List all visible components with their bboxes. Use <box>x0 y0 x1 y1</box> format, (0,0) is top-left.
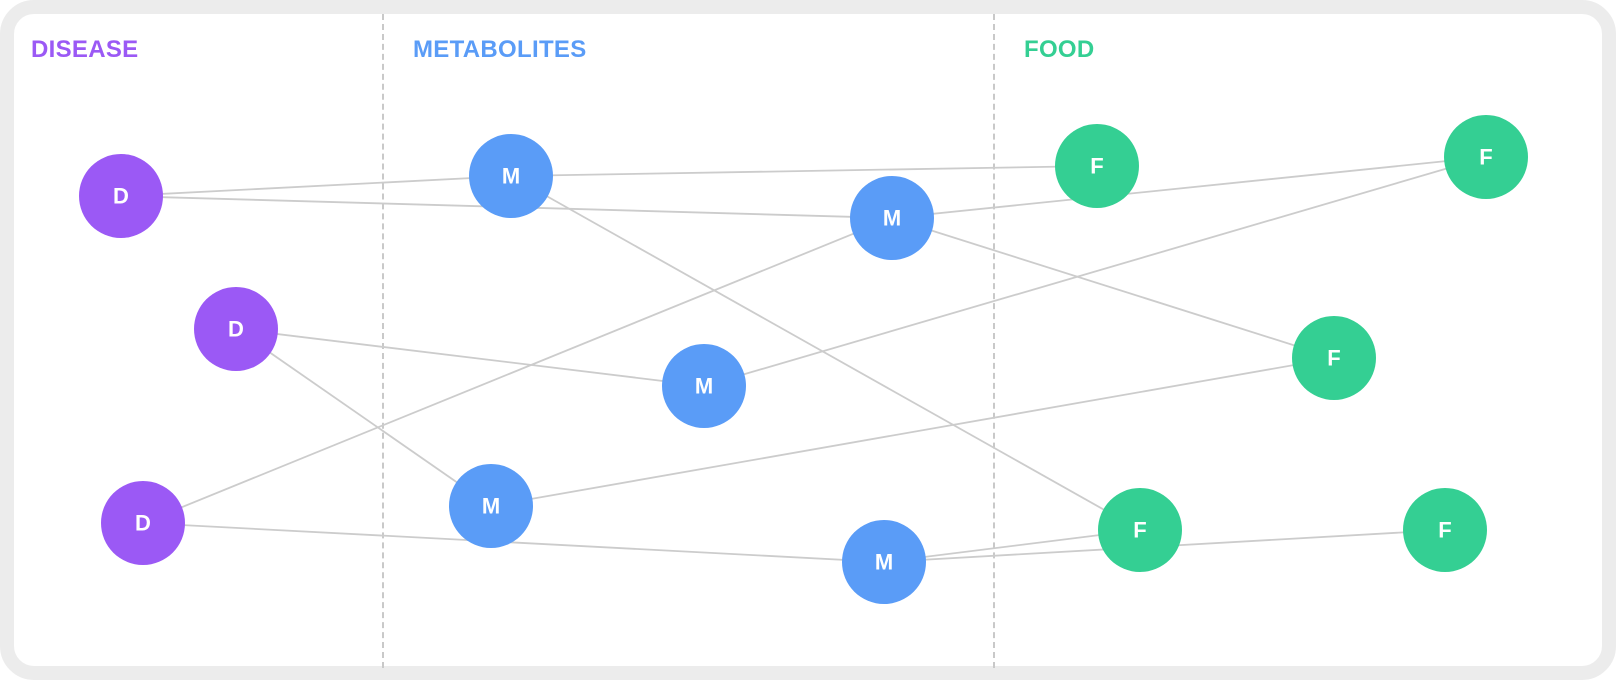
edge-d3-m2 <box>142 217 893 524</box>
node-disease-d2[interactable]: D <box>194 287 278 371</box>
metabolite-node-circle <box>449 464 533 548</box>
edge-m2-f3 <box>891 217 1335 359</box>
metabolite-node-label: M <box>875 550 893 575</box>
node-metabolite-m1[interactable]: M <box>469 134 553 218</box>
food-node-label: F <box>1438 518 1451 543</box>
column-title-disease: DISEASE <box>31 36 139 63</box>
node-food-f4[interactable]: F <box>1098 488 1182 572</box>
edge-m5-f4 <box>883 529 1141 563</box>
edge-d3-m5 <box>142 522 885 563</box>
edge-m3-f2 <box>703 156 1487 387</box>
edge-m2-f2 <box>891 156 1487 219</box>
metabolite-node-label: M <box>482 494 500 519</box>
metabolite-node-label: M <box>883 206 901 231</box>
food-node-circle <box>1444 115 1528 199</box>
node-food-f2[interactable]: F <box>1444 115 1528 199</box>
edge-m4-f3 <box>490 357 1335 507</box>
metabolite-node-circle <box>842 520 926 604</box>
food-node-circle <box>1403 488 1487 572</box>
column-title-food: FOOD <box>1024 36 1095 63</box>
food-node-label: F <box>1327 346 1340 371</box>
metabolite-node-circle <box>662 344 746 428</box>
metabolite-node-circle <box>469 134 553 218</box>
food-node-circle <box>1098 488 1182 572</box>
metabolite-node-circle <box>850 176 934 260</box>
edge-m1-f4 <box>510 175 1141 531</box>
disease-node-label: D <box>135 511 151 536</box>
disease-node-circle <box>194 287 278 371</box>
node-disease-d3[interactable]: D <box>101 481 185 565</box>
column-title-metabolites: METABOLITES <box>413 36 587 63</box>
node-metabolite-m5[interactable]: M <box>842 520 926 604</box>
column-divider-left <box>382 14 384 668</box>
node-food-f1[interactable]: F <box>1055 124 1139 208</box>
edge-m1-f1 <box>510 165 1098 177</box>
node-metabolite-m3[interactable]: M <box>662 344 746 428</box>
disease-node-circle <box>79 154 163 238</box>
column-divider-right <box>993 14 995 668</box>
food-node-label: F <box>1090 154 1103 179</box>
node-metabolite-m4[interactable]: M <box>449 464 533 548</box>
edge-d1-m1 <box>120 175 512 197</box>
node-layer: D D D M M M M M F F F F F <box>79 115 1528 604</box>
disease-node-label: D <box>228 317 244 342</box>
node-metabolite-m2[interactable]: M <box>850 176 934 260</box>
food-node-label: F <box>1133 518 1146 543</box>
edge-layer <box>120 156 1487 563</box>
disease-node-circle <box>101 481 185 565</box>
metabolite-node-label: M <box>502 164 520 189</box>
node-food-f5[interactable]: F <box>1403 488 1487 572</box>
food-node-circle <box>1055 124 1139 208</box>
food-node-label: F <box>1479 145 1492 170</box>
node-food-f3[interactable]: F <box>1292 316 1376 400</box>
node-disease-d1[interactable]: D <box>79 154 163 238</box>
metabolite-node-label: M <box>695 374 713 399</box>
food-node-circle <box>1292 316 1376 400</box>
edge-d2-m3 <box>235 328 705 387</box>
edge-d2-m4 <box>235 328 492 507</box>
disease-node-label: D <box>113 184 129 209</box>
